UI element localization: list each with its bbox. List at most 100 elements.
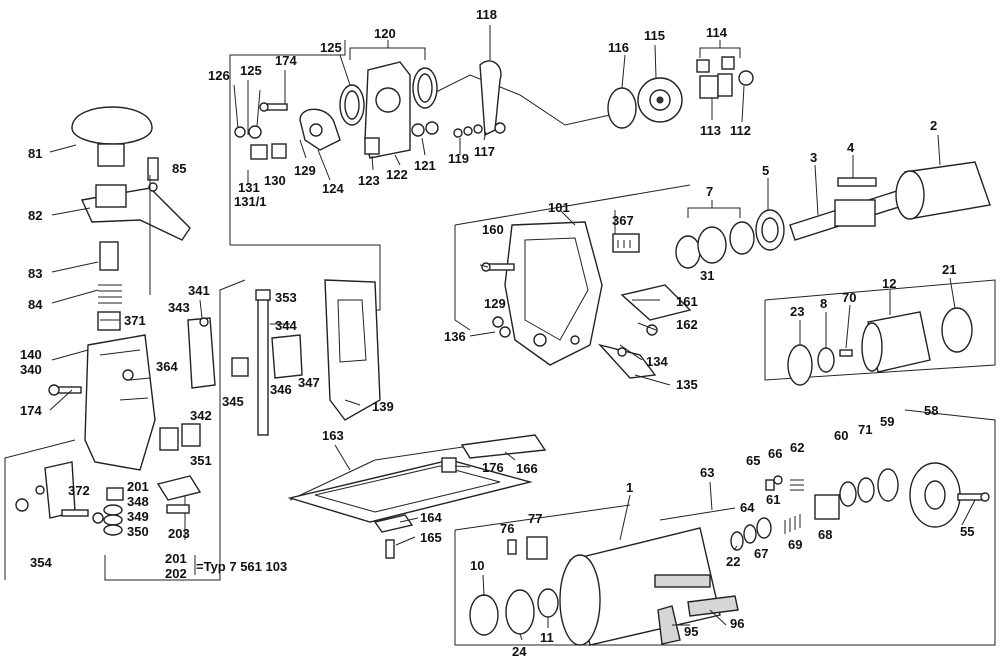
part-115-gear xyxy=(637,77,683,123)
label-201-bottom: 201 xyxy=(165,551,187,566)
part-64-67-parts xyxy=(743,517,772,544)
label-1: 1 xyxy=(626,480,633,495)
part-125-washer xyxy=(248,125,262,139)
label-134: 134 xyxy=(646,354,668,369)
label-367: 367 xyxy=(612,213,634,228)
part-161-block xyxy=(620,284,692,321)
label-119: 119 xyxy=(448,151,469,166)
label-23: 23 xyxy=(790,304,804,319)
part-1-motor-housing xyxy=(559,527,721,646)
label-354: 354 xyxy=(30,555,52,570)
label-24: 24 xyxy=(512,644,527,659)
label-4: 4 xyxy=(847,140,855,155)
part-176-clip xyxy=(441,457,457,473)
part-5-bearing xyxy=(755,209,785,251)
label-164: 164 xyxy=(420,510,442,525)
part-140-housing-half xyxy=(84,334,156,471)
part-353-rod xyxy=(255,289,271,436)
group-frame-lines xyxy=(4,25,996,646)
part-84-spring xyxy=(98,284,122,304)
part-367-clip xyxy=(612,233,640,253)
part-174-top-screw xyxy=(259,102,288,112)
label-136: 136 xyxy=(444,329,466,344)
label-12: 12 xyxy=(882,276,896,291)
label-202: 202 xyxy=(165,566,187,581)
label-22: 22 xyxy=(726,554,740,569)
label-66: 66 xyxy=(768,446,782,461)
label-130: 130 xyxy=(264,173,286,188)
part-2-fan xyxy=(895,161,991,220)
label-345: 345 xyxy=(222,394,244,409)
part-55-screw xyxy=(957,492,990,502)
label-126: 126 xyxy=(208,68,230,83)
label-372: 372 xyxy=(68,483,90,498)
part-85-screw xyxy=(147,157,159,192)
label-115: 115 xyxy=(644,28,665,43)
part-70-screw xyxy=(839,349,853,357)
part-112-washer xyxy=(738,70,754,86)
label-60: 60 xyxy=(834,428,848,443)
part-126-washer xyxy=(234,126,246,138)
part-130-bush xyxy=(271,143,287,159)
label-63: 63 xyxy=(700,465,714,480)
part-346-plate xyxy=(271,334,303,379)
part-165-screw xyxy=(385,539,395,559)
label-83: 83 xyxy=(28,266,42,281)
label-125-left: 125 xyxy=(240,63,262,78)
label-117: 117 xyxy=(474,144,495,159)
label-121: 121 xyxy=(414,158,436,173)
label-348: 348 xyxy=(127,494,149,509)
label-101: 101 xyxy=(548,200,570,215)
label-371: 371 xyxy=(124,313,146,328)
part-76-screw xyxy=(507,539,517,555)
part-114-gears xyxy=(696,56,735,73)
label-347: 347 xyxy=(298,375,320,390)
part-3-armature xyxy=(789,189,906,241)
part-77-block xyxy=(526,536,548,560)
type-note: =Typ 7 561 103 xyxy=(196,559,287,574)
label-70: 70 xyxy=(842,290,856,305)
label-340: 340 xyxy=(20,362,42,377)
part-119-washers xyxy=(453,124,483,138)
label-364: 364 xyxy=(156,359,178,374)
part-81-knob xyxy=(71,106,153,167)
label-118: 118 xyxy=(476,7,497,22)
label-174-left: 174 xyxy=(20,403,42,418)
part-164-plate xyxy=(373,514,414,533)
label-350: 350 xyxy=(127,524,149,539)
leader-lines xyxy=(49,44,976,641)
part-82-lever xyxy=(80,184,191,241)
part-8-washer xyxy=(817,347,835,373)
part-139-gasket xyxy=(324,279,381,421)
label-346: 346 xyxy=(270,382,292,397)
label-161: 161 xyxy=(676,294,698,309)
part-96-strip xyxy=(687,595,739,617)
label-351: 351 xyxy=(190,453,212,468)
label-69: 69 xyxy=(788,537,802,552)
part-125-ring xyxy=(339,84,365,126)
part-118-spanner xyxy=(479,60,506,137)
label-112: 112 xyxy=(730,123,751,138)
part-129-136-parts xyxy=(492,316,511,338)
label-123: 123 xyxy=(358,173,380,188)
label-201: 201 xyxy=(127,479,149,494)
part-83-sleeve xyxy=(99,241,119,271)
label-129-mid: 129 xyxy=(484,296,506,311)
part-69-spring xyxy=(784,514,801,534)
label-166: 166 xyxy=(516,461,538,476)
part-122-plate xyxy=(364,61,411,159)
part-58-cover xyxy=(909,462,961,528)
part-21-ring xyxy=(941,307,973,353)
label-163: 163 xyxy=(322,428,344,443)
label-64: 64 xyxy=(740,500,755,515)
label-140: 140 xyxy=(20,347,42,362)
part-371-bush xyxy=(97,311,121,331)
label-125-right: 125 xyxy=(320,40,342,55)
label-8: 8 xyxy=(820,296,827,311)
label-59: 59 xyxy=(880,414,894,429)
label-349: 349 xyxy=(127,509,149,524)
label-113: 113 xyxy=(700,123,721,138)
part-131-bush xyxy=(250,144,268,160)
part-124-crank xyxy=(299,108,341,151)
